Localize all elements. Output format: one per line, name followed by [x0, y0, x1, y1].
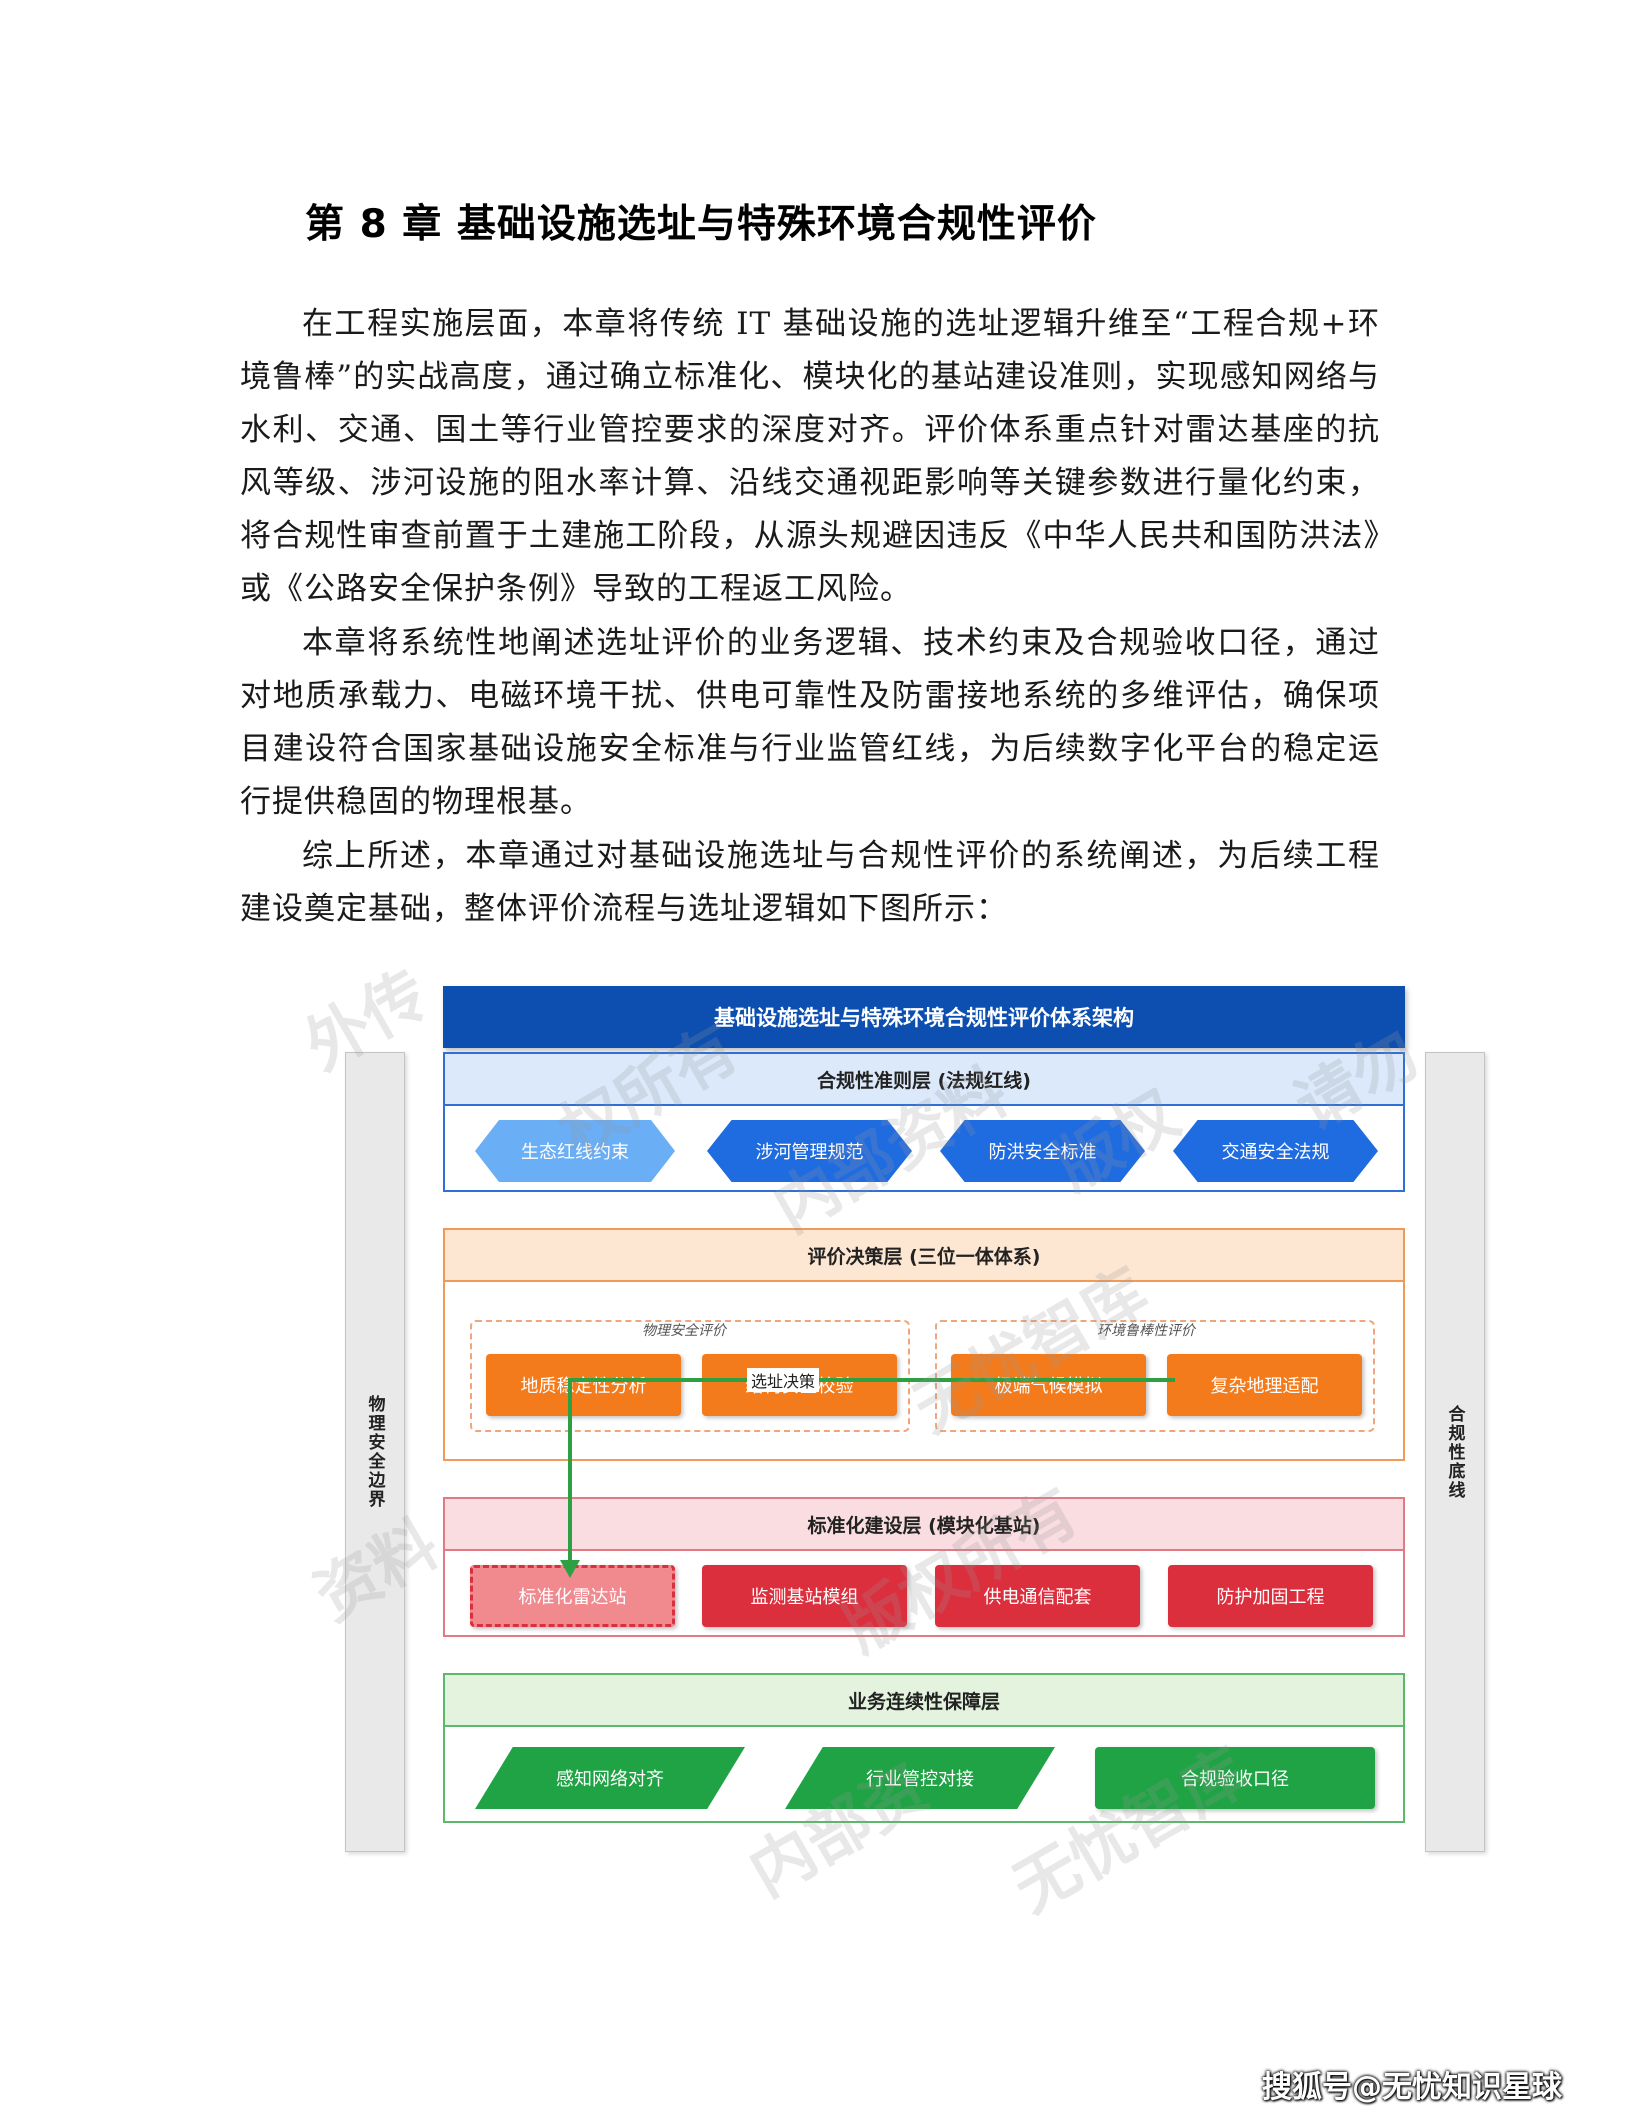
chapter-title: 第 8 章 基础设施选址与特殊环境合规性评价 — [305, 202, 1097, 247]
flow-label: 选址决策 — [747, 1368, 820, 1392]
item-ecological-redline: 生态红线约束 — [475, 1120, 675, 1182]
diagram-header: 基础设施选址与特殊环境合规性评价体系架构 — [443, 986, 1405, 1048]
right-boundary-bar: 合规性底线 — [1425, 1052, 1485, 1852]
item-monitor-module: 监测基站模组 — [702, 1565, 907, 1627]
group-environment-robust-label: 环境鲁棒性评价 — [1097, 1323, 1195, 1339]
item-flood-safety: 防洪安全标准 — [940, 1120, 1145, 1182]
layer-compliance-title: 合规性准则层 (法规红线) — [445, 1054, 1403, 1106]
item-industry-control: 行业管控对接 — [785, 1747, 1055, 1809]
group-physical-safety-label: 物理安全评价 — [642, 1323, 726, 1339]
item-acceptance: 合规验收口径 — [1095, 1747, 1375, 1809]
paragraph-2: 本章将系统性地阐述选址评价的业务逻辑、技术约束及合规验收口径，通过对地质承载力、… — [240, 625, 1380, 820]
right-boundary-label: 合规性底线 — [1444, 1404, 1465, 1500]
flow-line — [568, 1378, 1175, 1565]
paragraph-3: 综上所述，本章通过对基础设施选址与合规性评价的系统阐述，为后续工程建设奠定基础，… — [240, 838, 1380, 927]
left-boundary-bar: 物理安全边界 — [345, 1052, 405, 1852]
item-network-align: 感知网络对齐 — [475, 1747, 745, 1809]
layer-compliance: 合规性准则层 (法规红线) 生态红线约束 涉河管理规范 防洪安全标准 交通安全法… — [443, 1052, 1405, 1192]
layer-decision-title: 评价决策层 (三位一体体系) — [445, 1230, 1403, 1282]
layer-continuity: 业务连续性保障层 感知网络对齐 行业管控对接 合规验收口径 — [443, 1673, 1405, 1823]
paragraph-1: 在工程实施层面，本章将传统 IT 基础设施的选址逻辑升维至“工程合规+环境鲁棒”… — [240, 306, 1380, 607]
item-complex-geography: 复杂地理适配 — [1167, 1354, 1362, 1416]
item-traffic-safety: 交通安全法规 — [1173, 1120, 1378, 1182]
item-protection: 防护加固工程 — [1168, 1565, 1373, 1627]
footer-watermark: 搜狐号@无忧知识星球 — [1262, 2070, 1562, 2105]
layer-construction-title: 标准化建设层 (模块化基站) — [445, 1499, 1403, 1551]
left-boundary-label: 物理安全边界 — [364, 1395, 385, 1509]
item-river-management: 涉河管理规范 — [707, 1120, 912, 1182]
flow-arrow — [560, 1378, 1175, 1578]
item-power-comm: 供电通信配套 — [935, 1565, 1140, 1627]
flow-arrowhead — [560, 1560, 580, 1578]
layer-continuity-title: 业务连续性保障层 — [445, 1675, 1403, 1727]
architecture-diagram: 物理安全边界 合规性底线 基础设施选址与特殊环境合规性评价体系架构 合规性准则层… — [293, 957, 1540, 1927]
